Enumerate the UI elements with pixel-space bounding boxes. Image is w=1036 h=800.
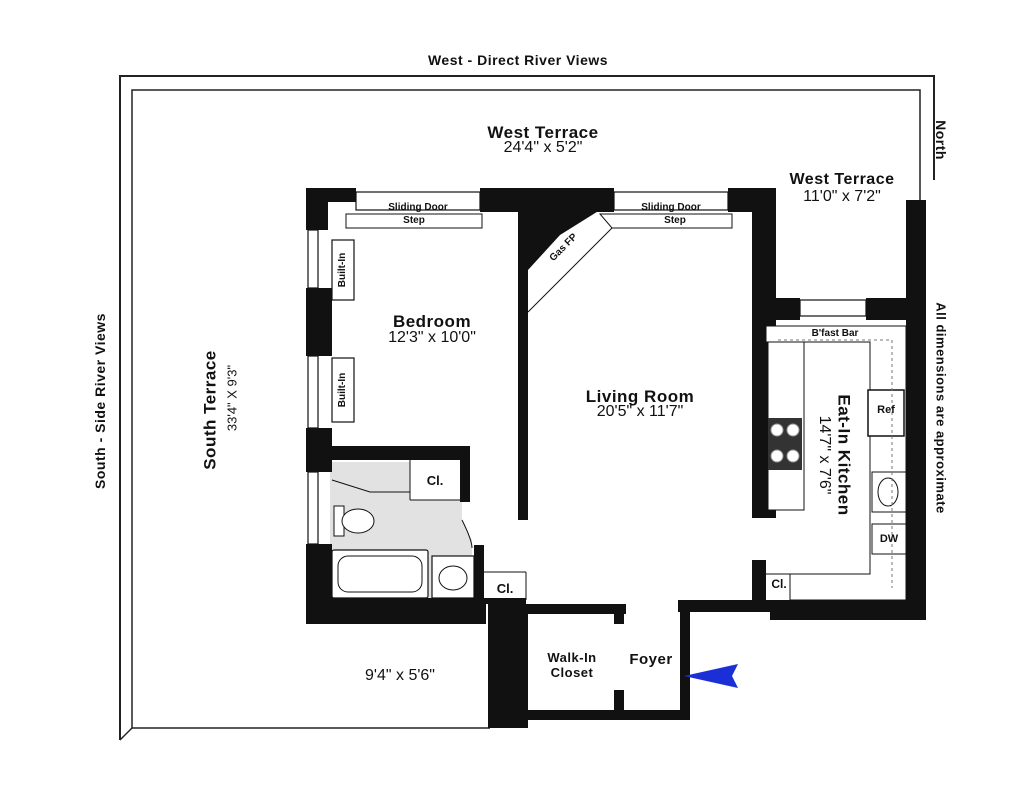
builtin-bottom-label: Built-In — [337, 372, 348, 408]
foyer-label: Foyer — [629, 651, 673, 668]
sliding-door-living: Sliding Door — [641, 202, 701, 213]
west-terrace-small-title: West Terrace — [789, 171, 895, 188]
hall-closet-label: Cl. — [496, 581, 514, 596]
south-view-label: South - Side River Views — [92, 313, 108, 489]
walls — [306, 188, 926, 728]
builtin-top — [331, 239, 355, 301]
step-bedroom-label: Step — [403, 215, 425, 226]
dishwasher — [871, 523, 907, 555]
windows — [307, 191, 867, 545]
bath-closet-label: Cl. — [426, 473, 444, 488]
west-terrace-title: West Terrace — [487, 123, 599, 142]
west-terrace-small-dims: 11'0" x 7'2" — [803, 188, 881, 205]
toilet — [341, 508, 375, 534]
north-label: North — [933, 120, 949, 160]
refrigerator — [867, 389, 905, 437]
sliding-door-bedroom: Sliding Door — [388, 202, 448, 213]
living-room-title: Living Room — [585, 387, 695, 406]
kitchen-closet-label: Cl. — [771, 577, 787, 591]
dimensions-note: All dimensions are approximate — [933, 302, 949, 514]
builtin-bottom — [331, 357, 355, 423]
step-living — [598, 213, 733, 229]
builtin-top-label: Built-In — [337, 252, 348, 288]
entry-arrow — [684, 664, 738, 688]
west-terrace-dims: 24'4" x 5'2" — [503, 139, 583, 156]
kitchen-title: Eat-In Kitchen — [834, 394, 854, 516]
bedroom-title: Bedroom — [392, 312, 472, 331]
west-view-label: West - Direct River Views — [427, 52, 609, 68]
walkin-closet-line2: Closet — [550, 665, 594, 680]
step-bedroom — [345, 213, 483, 229]
living-room-dims: 20'5" x 11'7" — [596, 403, 684, 420]
dishwasher-label: DW — [879, 533, 899, 545]
breakfast-bar-label: B'fast Bar — [811, 328, 859, 339]
walkin-closet-line1: Walk-In — [547, 650, 597, 665]
bedroom-dims: 12'3" x 10'0" — [388, 329, 476, 346]
kitchen-dims: 14'7" x 7'6" — [816, 415, 833, 495]
lower-terrace-dims: 9'4" x 5'6" — [365, 667, 435, 684]
ref-label: Ref — [877, 404, 895, 416]
terrace-outline — [119, 75, 935, 740]
terrace-outline-inner — [131, 89, 921, 728]
south-terrace-dims: 33'4" X 9'3" — [224, 364, 240, 432]
step-living-label: Step — [664, 215, 686, 226]
south-terrace-title: South Terrace — [200, 350, 220, 470]
